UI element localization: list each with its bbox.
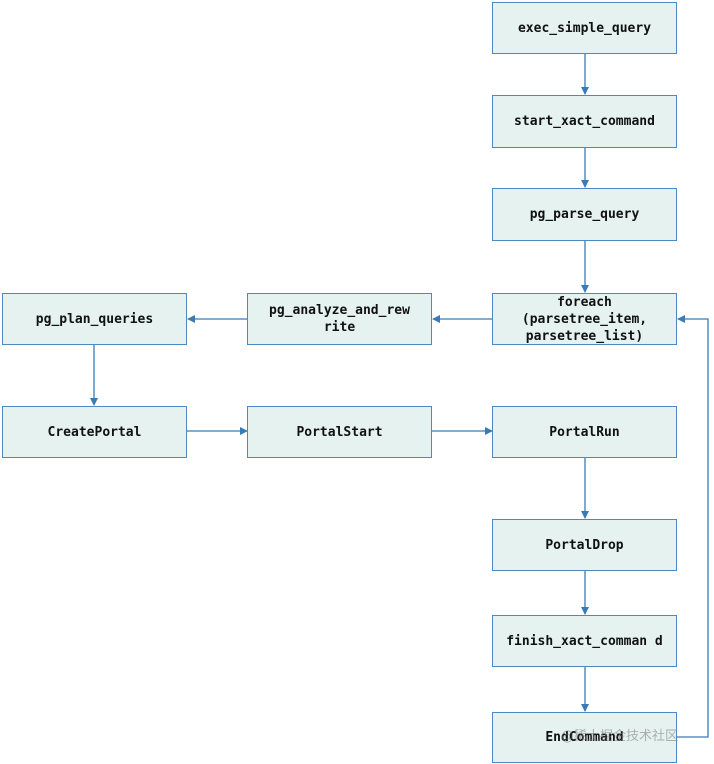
node-exec-simple-query-label: exec_simple_query [517, 20, 652, 36]
node-foreach: foreach (parsetree_item, parsetree_list) [492, 293, 677, 345]
arrow-endcommand-loop-to-foreach [677, 315, 709, 738]
node-portalstart: PortalStart [247, 406, 432, 458]
node-finish-xact-command-label: finish_xact_comman d [506, 633, 663, 649]
node-portalstart-label: PortalStart [296, 424, 383, 440]
node-pg-analyze-and-rewrite-label: pg_analyze_and_rew rite [269, 303, 410, 335]
node-foreach-label: foreach (parsetree_item, parsetree_list) [521, 294, 648, 344]
node-pg-parse-query-label: pg_parse_query [529, 207, 640, 222]
node-portalrun-label: PortalRun [549, 424, 620, 440]
watermark: @稀土掘金技术社区 [561, 729, 679, 744]
node-portalrun: PortalRun [492, 406, 677, 458]
node-pg-plan-queries-label: pg_plan_queries [35, 311, 154, 327]
node-pg-plan-queries: pg_plan_queries [2, 293, 187, 345]
node-portaldrop: PortalDrop [492, 519, 677, 571]
node-pg-parse-query: pg_parse_query [492, 188, 677, 241]
node-portaldrop-label: PortalDrop [545, 537, 624, 553]
node-createportal-label: CreatePortal [47, 424, 142, 440]
node-start-xact-command: start_xact_command [492, 95, 677, 148]
node-endcommand: EndCommand [492, 712, 677, 763]
node-start-xact-command-label: start_xact_command [514, 114, 655, 129]
node-pg-analyze-and-rewrite: pg_analyze_and_rew rite [247, 293, 432, 345]
node-finish-xact-command: finish_xact_comman d [492, 615, 677, 667]
node-createportal: CreatePortal [2, 406, 187, 458]
node-endcommand-label: EndCommand [545, 730, 624, 745]
node-exec-simple-query: exec_simple_query [492, 2, 677, 54]
